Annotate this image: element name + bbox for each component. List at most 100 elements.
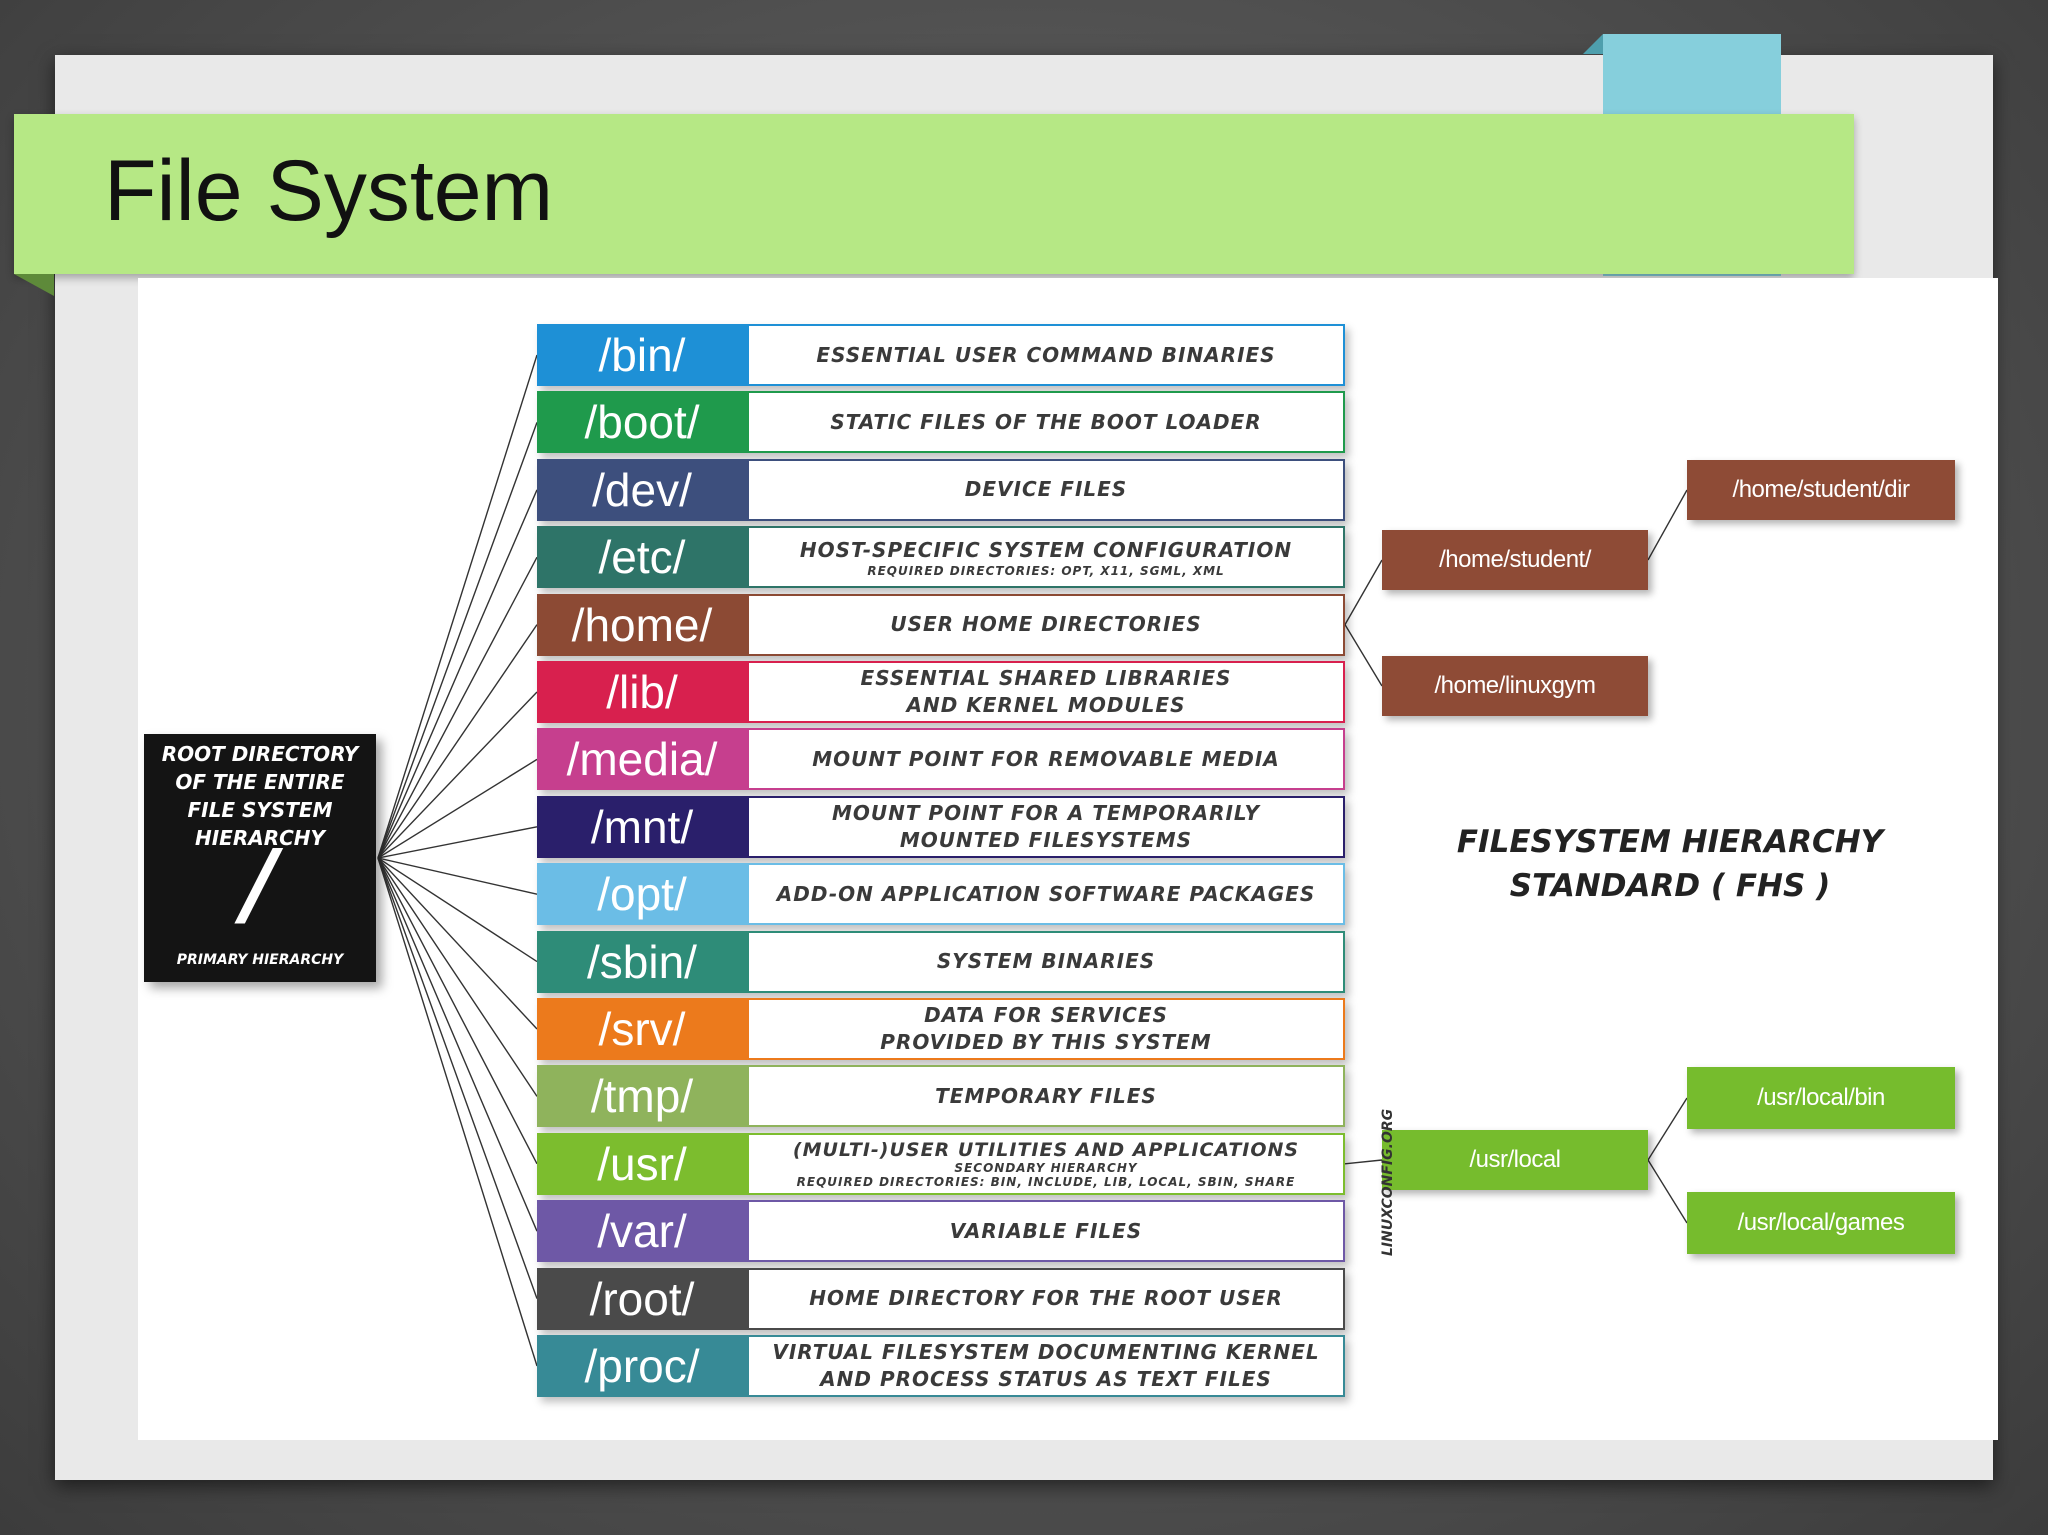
directory-description: VARIABLE FILES: [747, 1200, 1345, 1263]
description-desc: TEMPORARY FILES: [935, 1083, 1157, 1108]
root-connector: [377, 857, 538, 1097]
root-connector: [377, 826, 538, 859]
directory-description: STATIC FILES OF THE BOOT LOADER: [747, 391, 1345, 454]
description-desc: STATIC FILES OF THE BOOT LOADER: [830, 409, 1262, 434]
home-connector: [1344, 559, 1383, 625]
description-desc: HOME DIRECTORY FOR THE ROOT USER: [809, 1286, 1283, 1311]
node-usr-local-bin: /usr/local/bin: [1687, 1067, 1955, 1129]
description-desc: ESSENTIAL USER COMMAND BINARIES: [816, 342, 1276, 367]
description-mid: SECONDARY HIERARCHY: [954, 1160, 1138, 1175]
home-connector: [1344, 624, 1383, 687]
description-desc2: MOUNTED FILESYSTEMS: [899, 827, 1193, 852]
directory-row: /home/USER HOME DIRECTORIES: [537, 593, 1345, 656]
title-bar: File System: [14, 114, 1854, 274]
directory-name: /boot/: [537, 391, 747, 454]
node-home-student: /home/student/: [1382, 530, 1648, 590]
description-desc: HOST-SPECIFIC SYSTEM CONFIGURATION: [799, 537, 1293, 562]
directory-row: /dev/DEVICE FILES: [537, 458, 1345, 521]
directory-description: ADD-ON APPLICATION SOFTWARE PACKAGES: [747, 863, 1345, 926]
directory-name: /sbin/: [537, 930, 747, 993]
directory-description: ESSENTIAL SHARED LIBRARIES AND KERNEL MOD…: [747, 661, 1345, 723]
node-home-linuxgym: /home/linuxgym: [1382, 656, 1648, 716]
root-directory-box: ROOT DIRECTORY OF THE ENTIRE FILE SYSTEM…: [144, 734, 376, 982]
directory-name: /srv/: [537, 998, 747, 1060]
directory-row: /proc/VIRTUAL FILESYSTEM DOCUMENTING KER…: [537, 1335, 1345, 1397]
description-desc: (MULTI-)USER UTILITIES AND APPLICATIONS: [792, 1138, 1300, 1161]
directory-row: /srv/DATA FOR SERVICES PROVIDED BY THIS S…: [537, 998, 1345, 1060]
description-sub: REQUIRED DIRECTORIES: OPT, X11, SGML, XM…: [867, 563, 1225, 578]
root-connector: [377, 857, 538, 1299]
directory-name: /usr/: [537, 1132, 747, 1195]
directory-name: /etc/: [537, 526, 747, 589]
description-desc: SYSTEM BINARIES: [936, 949, 1156, 974]
usr-local-connector: [1647, 1097, 1688, 1161]
directory-name: /root/: [537, 1267, 747, 1330]
root-connector: [377, 624, 538, 859]
directory-row: /var/VARIABLE FILES: [537, 1200, 1345, 1263]
description-desc: DATA FOR SERVICES: [924, 1003, 1168, 1027]
description-desc: MOUNT POINT FOR A TEMPORARILY: [831, 800, 1261, 825]
root-sublabel: PRIMARY HIERARCHY: [176, 952, 344, 968]
description-desc: ESSENTIAL SHARED LIBRARIES: [860, 666, 1232, 690]
directory-description: ESSENTIAL USER COMMAND BINARIES: [747, 324, 1345, 386]
home-student-connector: [1647, 489, 1688, 561]
description-desc2: PROVIDED BY THIS SYSTEM: [880, 1030, 1212, 1054]
description-desc2: AND PROCESS STATUS AS TEXT FILES: [820, 1367, 1272, 1391]
directory-name: /media/: [537, 728, 747, 791]
directory-row: /root/HOME DIRECTORY FOR THE ROOT USER: [537, 1267, 1345, 1330]
directory-row: /opt/ADD-ON APPLICATION SOFTWARE PACKAGE…: [537, 863, 1345, 926]
root-connector: [377, 857, 538, 1165]
directory-row: /boot/STATIC FILES OF THE BOOT LOADER: [537, 391, 1345, 454]
directory-description: USER HOME DIRECTORIES: [747, 593, 1345, 656]
description-desc: VARIABLE FILES: [949, 1218, 1143, 1243]
directory-row: /usr/(MULTI-)USER UTILITIES AND APPLICAT…: [537, 1132, 1345, 1195]
description-desc2: AND KERNEL MODULES: [906, 693, 1186, 717]
root-connector: [377, 422, 538, 859]
root-label: ROOT DIRECTORY OF THE ENTIRE FILE SYSTEM…: [161, 742, 359, 850]
root-connector: [377, 691, 538, 859]
root-connector: [377, 857, 538, 963]
description-desc: ADD-ON APPLICATION SOFTWARE PACKAGES: [776, 881, 1316, 906]
directory-description: TEMPORARY FILES: [747, 1065, 1345, 1128]
directory-name: /proc/: [537, 1335, 747, 1397]
directory-description: HOME DIRECTORY FOR THE ROOT USER: [747, 1267, 1345, 1330]
fhs-label-line-2: STANDARD ( FHS ): [1509, 868, 1831, 904]
description-desc: MOUNT POINT FOR REMOVABLE MEDIA: [812, 746, 1280, 771]
node-usr-local: /usr/local: [1382, 1130, 1648, 1190]
directory-description: DEVICE FILES: [747, 458, 1345, 521]
slide-title: File System: [104, 143, 554, 239]
directory-description: SYSTEM BINARIES: [747, 930, 1345, 993]
root-connector: [377, 857, 538, 1232]
directory-name: /opt/: [537, 863, 747, 926]
fhs-label-line-1: FILESYSTEM HIERARCHY: [1456, 824, 1884, 860]
root-symbol: /: [243, 830, 277, 937]
directory-name: /home/: [537, 593, 747, 656]
node-usr-local-games: /usr/local/games: [1687, 1192, 1955, 1254]
directory-name: /dev/: [537, 458, 747, 521]
root-connector: [377, 556, 538, 859]
description-desc: USER HOME DIRECTORIES: [890, 612, 1202, 637]
directory-row: /tmp/TEMPORARY FILES: [537, 1065, 1345, 1128]
directory-name: /bin/: [537, 324, 747, 386]
directory-name: /lib/: [537, 661, 747, 723]
directory-row: /bin/ESSENTIAL USER COMMAND BINARIES: [537, 324, 1345, 386]
directory-description: MOUNT POINT FOR REMOVABLE MEDIA: [747, 728, 1345, 791]
directory-name: /mnt/: [537, 795, 747, 858]
usr-connector: [1344, 1159, 1383, 1165]
root-connector: [377, 857, 538, 1030]
directory-name: /tmp/: [537, 1065, 747, 1128]
source-credit: LINUXCONFIG.ORG: [1380, 1108, 1396, 1256]
root-connector: [377, 758, 538, 859]
usr-local-connector: [1647, 1159, 1688, 1224]
root-connector: [377, 354, 538, 859]
directory-row: /sbin/SYSTEM BINARIES: [537, 930, 1345, 993]
description-sub: REQUIRED DIRECTORIES: BIN, INCLUDE, LIB,…: [796, 1174, 1296, 1189]
fhs-label: FILESYSTEM HIERARCHY STANDARD ( FHS ): [1400, 820, 1940, 908]
